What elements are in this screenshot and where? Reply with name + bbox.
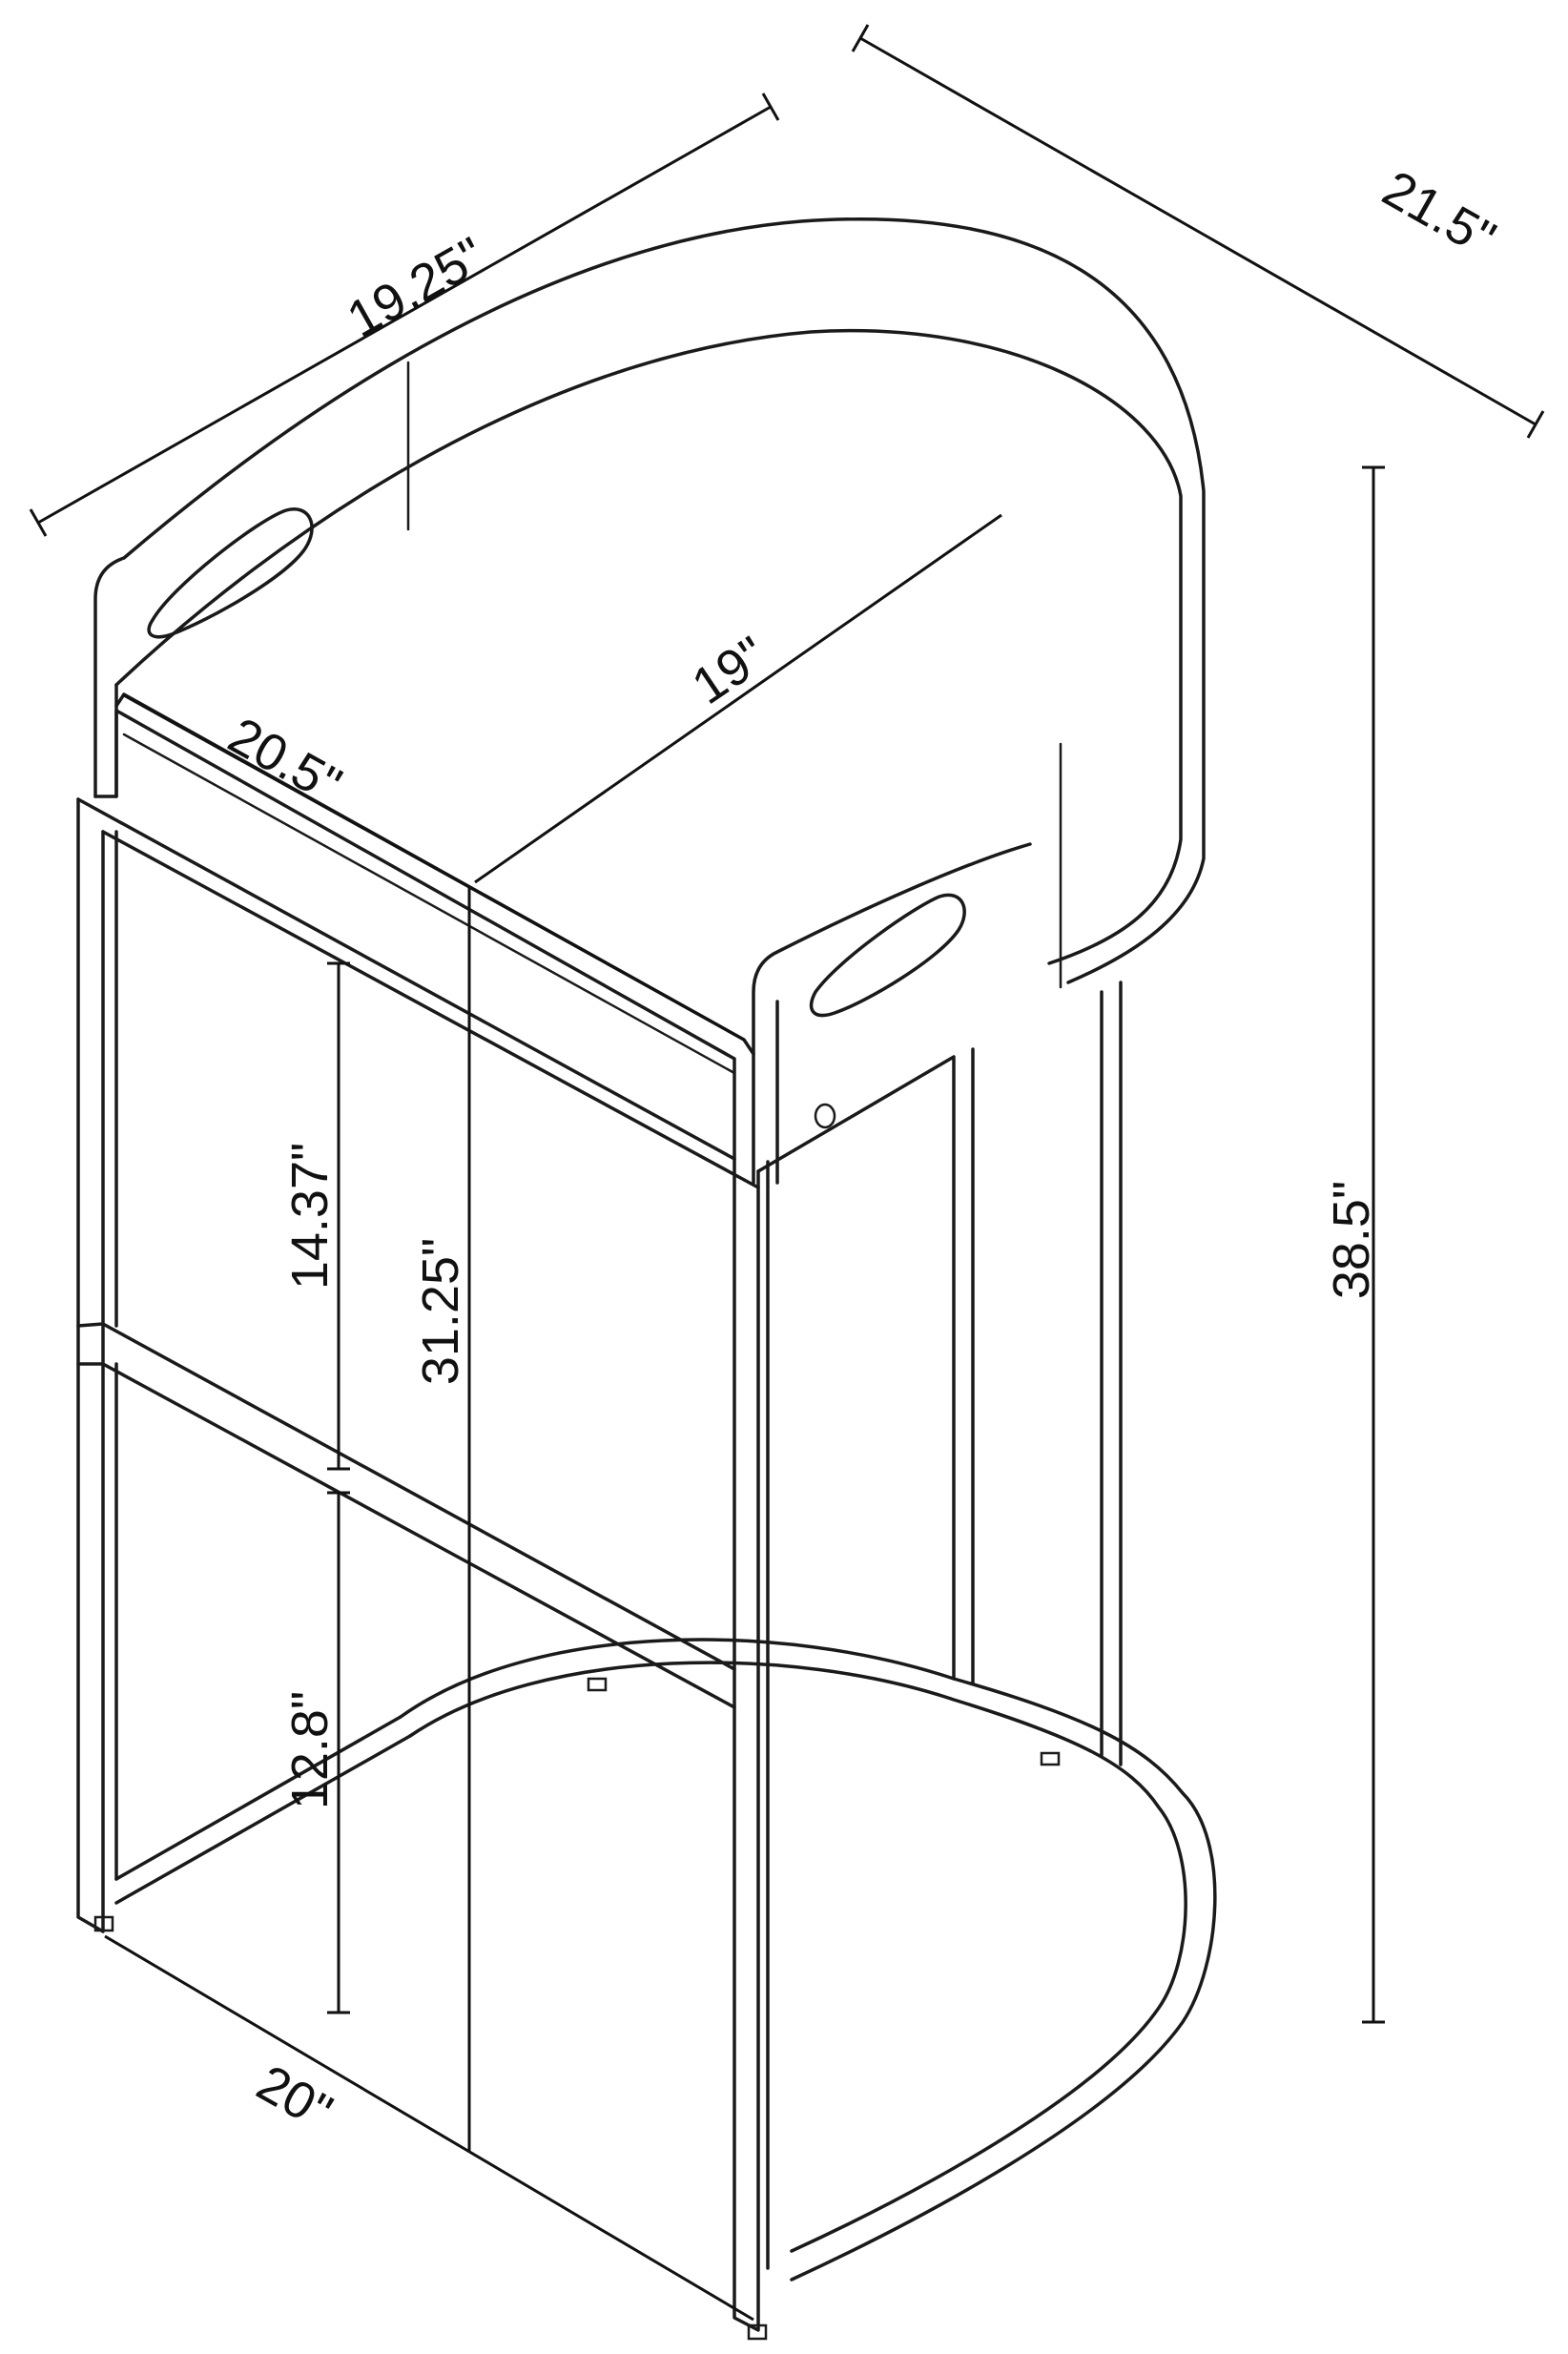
label-overall-height: 38.5" (1323, 1181, 1380, 1299)
dim-line-seat-depth (474, 513, 1002, 884)
left-arm-front (93, 683, 118, 798)
backrest-inner-curve (114, 329, 1183, 965)
dim-line-top-width (37, 105, 772, 525)
backrest-outer-curve (93, 217, 1206, 984)
dim-line-base-width (104, 1934, 754, 2322)
seat-front-lower (122, 733, 736, 1075)
foot-back-right (1040, 1751, 1061, 1766)
front-right-leg (732, 1157, 760, 2332)
label-seat-height: 31.25" (412, 1238, 469, 1385)
back-right-legs (952, 981, 1123, 1766)
label-upper-gap: 14.37" (281, 1143, 339, 1290)
foot-back-left (587, 1677, 608, 1692)
front-left-leg (76, 797, 105, 1933)
foot-front (747, 2323, 768, 2341)
label-top-depth: 21.5" (1373, 160, 1505, 268)
screw-hole (814, 1103, 836, 1129)
dim-line-top-depth (859, 36, 1537, 426)
lower-left-rail (114, 1715, 412, 1905)
foot-left (93, 1915, 114, 1932)
dimension-lines (29, 24, 1545, 2322)
right-handle-slot (809, 893, 966, 1018)
label-top-width: 19.25" (338, 226, 494, 348)
base-ring-inner (408, 1661, 1187, 2253)
label-seat-depth: 19" (682, 626, 776, 715)
right-arm-panel (752, 842, 1032, 1185)
dim-line-seat-width (121, 692, 745, 1042)
left-handle-slot (147, 507, 314, 639)
top-front-rail (76, 797, 956, 1189)
dimension-labels: 19.25" 21.5" 38.5" 19" 20.5" 31.25" 14.3… (219, 160, 1505, 2141)
base-ring-outer (399, 1638, 1217, 2282)
footrest-rail (76, 1322, 736, 1709)
seat-front-face (114, 709, 736, 1161)
stool-outline (76, 217, 1217, 2341)
label-footrest-height: 12.8" (281, 1691, 339, 1809)
